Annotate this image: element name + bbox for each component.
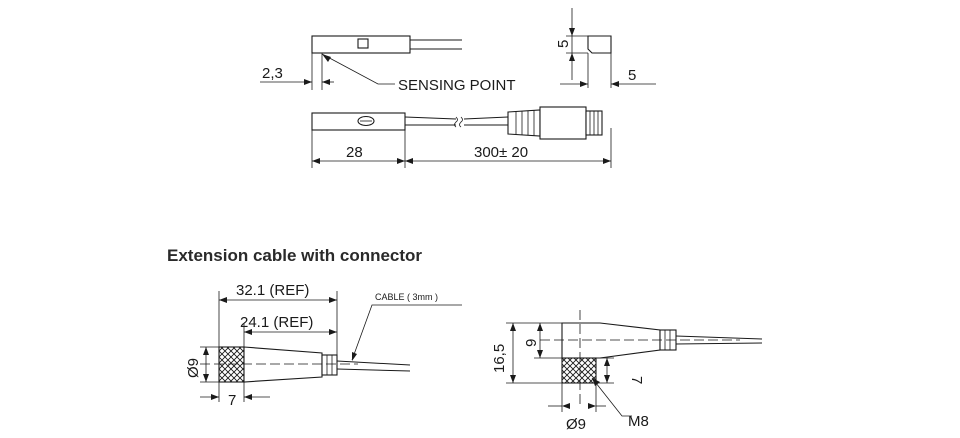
dim-nut-length: 7 (228, 392, 236, 409)
connector-body (539, 106, 587, 140)
dim-offset: 2,3 (262, 65, 283, 82)
dim-diameter: Ø9 (185, 358, 202, 378)
dim-body-length: 24.1 (REF) (240, 314, 313, 331)
dim-head-height: 9 (523, 339, 540, 347)
dim-height: 5 (555, 40, 572, 48)
sensor-end-view: 5 5 (555, 8, 656, 88)
cable-label: CABLE ( 3mm ) (375, 292, 438, 302)
dim-nut-height: 7 (628, 376, 645, 384)
angled-head (561, 322, 661, 359)
cable-strain-relief (507, 109, 541, 137)
extension-title: Extension cable with connector (167, 246, 422, 265)
angled-knurled-nut (561, 357, 597, 384)
sensor-end-profile (587, 35, 612, 54)
sensor-side-view: 28 300± 20 (311, 106, 612, 168)
straight-connector-view: 32.1 (REF) 24.1 (REF) CABLE ( 3mm ) Ø9 7 (185, 282, 462, 409)
sensor-top-view: 2,3 SENSING POINT (260, 35, 516, 94)
dim-cable-length: 300± 20 (474, 144, 528, 161)
angled-connector-view: 16,5 9 7 Ø9 M8 (491, 310, 763, 433)
straight-body (243, 346, 323, 383)
sensing-marker (357, 38, 369, 49)
dim-total-height: 16,5 (491, 344, 508, 373)
sensing-point-label: SENSING POINT (398, 77, 516, 94)
thread-label: M8 (628, 413, 649, 430)
dim-width: 5 (628, 67, 636, 84)
dim-body-length: 28 (346, 144, 363, 161)
dim-nut-diameter: Ø9 (566, 416, 586, 433)
straight-cable-sleeve (321, 354, 338, 376)
straight-knurled-nut (218, 346, 245, 383)
dim-overall-length: 32.1 (REF) (236, 282, 309, 299)
